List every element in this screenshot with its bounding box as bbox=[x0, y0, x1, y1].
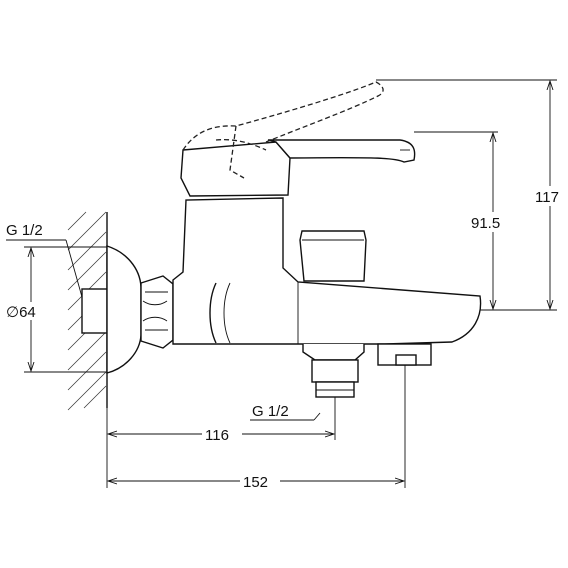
extension-lines bbox=[6, 79, 557, 488]
max-lever-height-label: 117 bbox=[535, 189, 559, 206]
inlet-thread-label: G 1/2 bbox=[6, 222, 43, 239]
diverter-knob bbox=[299, 230, 367, 282]
mixer-body bbox=[172, 197, 482, 345]
lever-head bbox=[180, 141, 291, 197]
spout-projection-label: 116 bbox=[205, 427, 229, 444]
spout-nozzle bbox=[377, 343, 432, 366]
outlet-thread-label: G 1/2 bbox=[252, 403, 289, 420]
outlet-connector bbox=[302, 344, 365, 398]
lever-handle bbox=[267, 139, 416, 163]
lever-height-label: 91.5 bbox=[471, 215, 500, 232]
flange bbox=[106, 245, 142, 374]
hex-nut bbox=[140, 275, 174, 349]
flange-diameter-label: ∅64 bbox=[6, 304, 36, 321]
wall-connector bbox=[81, 288, 108, 334]
overall-projection-label: 152 bbox=[243, 474, 268, 491]
lever-raised-position bbox=[182, 81, 384, 179]
